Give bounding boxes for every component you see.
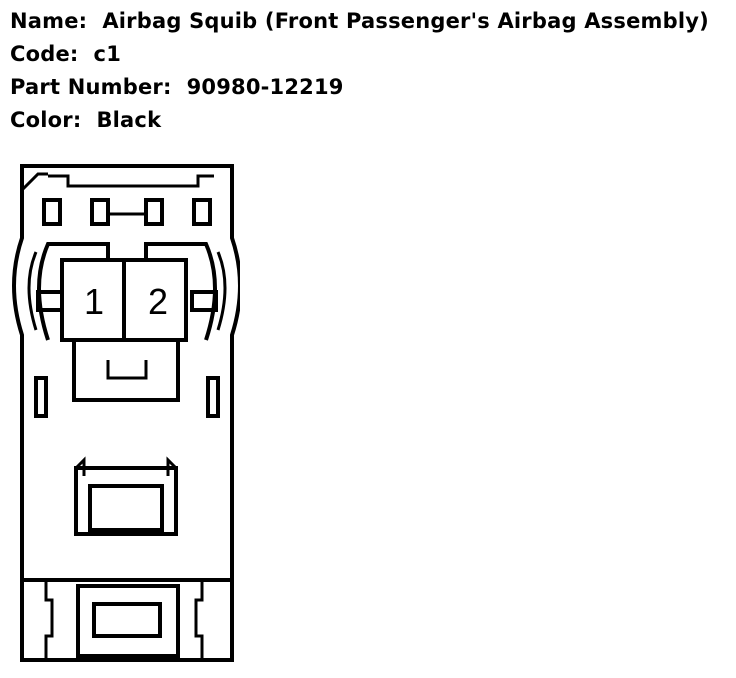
inner-wall-right	[144, 242, 217, 341]
code-label: Code:	[10, 42, 79, 66]
housing-top-rim	[48, 174, 214, 188]
bottom-latch-frame	[76, 584, 180, 658]
housing-corner-notch	[20, 172, 48, 192]
pin-label-2: 2	[148, 281, 168, 322]
bottom-latch-right	[194, 580, 204, 660]
color-row: Color: Black	[10, 105, 709, 138]
pin-label-1: 1	[84, 281, 104, 322]
latch-window-2	[90, 198, 110, 226]
name-label: Name:	[10, 9, 88, 33]
part-number-value: 90980-12219	[186, 75, 344, 99]
part-number-label: Part Number:	[10, 75, 172, 99]
connector-housing-outline	[12, 164, 240, 662]
color-value: Black	[96, 108, 162, 132]
connector-info-block: Name: Airbag Squib (Front Passenger's Ai…	[10, 6, 709, 138]
inner-rail-left	[27, 251, 38, 331]
center-lock-ear-left	[74, 456, 86, 476]
pin-retainer-step	[106, 360, 148, 380]
code-value: c1	[93, 42, 122, 66]
center-lock-inner	[88, 484, 164, 532]
inner-rail-right	[216, 251, 227, 331]
side-slot-right	[206, 376, 220, 418]
side-slot-left	[34, 376, 48, 418]
latch-window-1	[42, 198, 62, 226]
bottom-latch-left	[44, 580, 54, 660]
pin-retainer	[72, 340, 180, 402]
center-lock-outer	[74, 466, 178, 536]
bottom-latch-window	[92, 602, 162, 638]
code-row: Code: c1	[10, 39, 709, 72]
inner-wall-left	[37, 242, 110, 341]
name-value: Airbag Squib (Front Passenger's Airbag A…	[102, 9, 709, 33]
connector-diagram: 1 2	[12, 164, 240, 662]
part-number-row: Part Number: 90980-12219	[10, 72, 709, 105]
side-tab-right	[190, 290, 218, 312]
name-row: Name: Airbag Squib (Front Passenger's Ai…	[10, 6, 709, 39]
color-label: Color:	[10, 108, 82, 132]
center-lock-ear-right	[166, 456, 178, 476]
latch-window-4	[192, 198, 212, 226]
pin-cavity-2	[122, 258, 188, 342]
latch-window-3	[144, 198, 164, 226]
